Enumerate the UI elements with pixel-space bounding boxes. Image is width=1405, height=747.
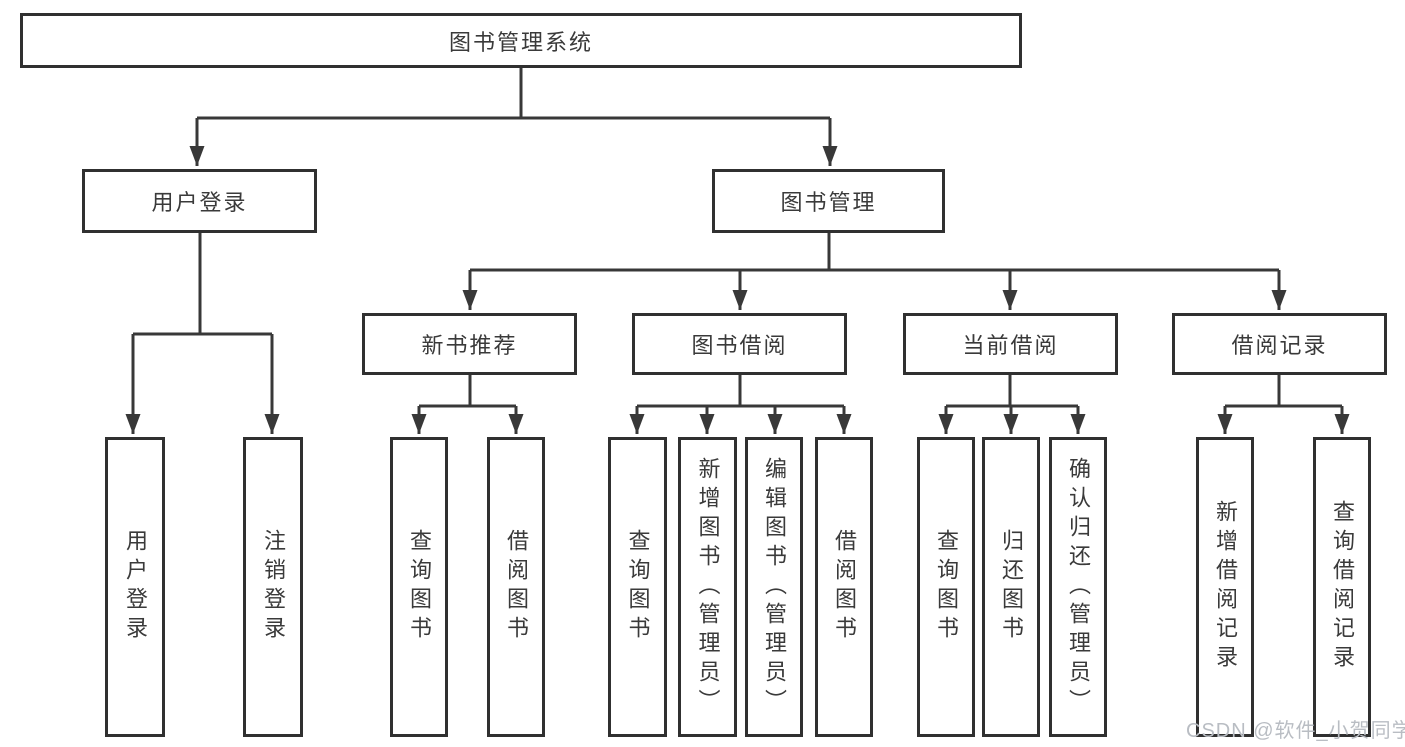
node-current-borrow: 当前借阅 [903, 313, 1118, 375]
leaf-label: 用户登录 [123, 529, 148, 645]
leaf-label: 查询图书 [625, 529, 651, 645]
connector-new-book-recommend [411, 375, 524, 434]
leaf-label: 借阅图书 [832, 529, 857, 645]
leaf-add-borrow-record: 新增借阅记录 [1196, 437, 1254, 737]
leaf-label: 归还图书 [999, 529, 1024, 645]
leaf-query-books-borrow: 查询图书 [608, 437, 667, 737]
node-library-management-system: 图书管理系统 [20, 13, 1022, 68]
leaf-label: 查询图书 [934, 529, 959, 645]
leaf-label: 编辑图书（管理员） [762, 456, 787, 718]
leaf-label: 查询借阅记录 [1330, 500, 1355, 674]
leaf-edit-books-admin: 编辑图书（管理员） [745, 437, 803, 737]
leaf-label: 新增图书（管理员） [695, 456, 721, 718]
leaf-label: 注销登录 [261, 529, 286, 645]
leaf-add-books-admin: 新增图书（管理员） [678, 437, 737, 737]
csdn-watermark: CSDN @软件_小贺同学 [1186, 720, 1405, 742]
leaf-query-borrow-record: 查询借阅记录 [1313, 437, 1371, 737]
connector-current-borrow [938, 375, 1086, 434]
leaf-user-login: 用户登录 [105, 437, 165, 737]
leaf-query-books-current: 查询图书 [917, 437, 975, 737]
node-book-borrow: 图书借阅 [632, 313, 847, 375]
leaf-query-books-recommend: 查询图书 [390, 437, 448, 737]
node-book-management: 图书管理 [712, 169, 945, 233]
leaf-label: 借阅图书 [504, 529, 529, 645]
connector-book-management [462, 233, 1287, 310]
connector-root [189, 68, 838, 166]
connector-book-borrow [629, 375, 852, 434]
leaf-borrow-books: 借阅图书 [815, 437, 873, 737]
connector-user-login [125, 233, 280, 434]
node-new-book-recommend: 新书推荐 [362, 313, 577, 375]
node-user-login: 用户登录 [82, 169, 317, 233]
leaf-confirm-return-admin: 确认归还（管理员） [1049, 437, 1107, 737]
leaf-logout: 注销登录 [243, 437, 303, 737]
connector-borrow-records [1217, 375, 1350, 434]
leaf-borrow-books-recommend: 借阅图书 [487, 437, 545, 737]
leaf-return-books: 归还图书 [982, 437, 1040, 737]
node-borrow-records: 借阅记录 [1172, 313, 1387, 375]
leaf-label: 查询图书 [407, 529, 432, 645]
leaf-label: 新增借阅记录 [1213, 500, 1238, 674]
leaf-label: 确认归还（管理员） [1066, 456, 1091, 718]
